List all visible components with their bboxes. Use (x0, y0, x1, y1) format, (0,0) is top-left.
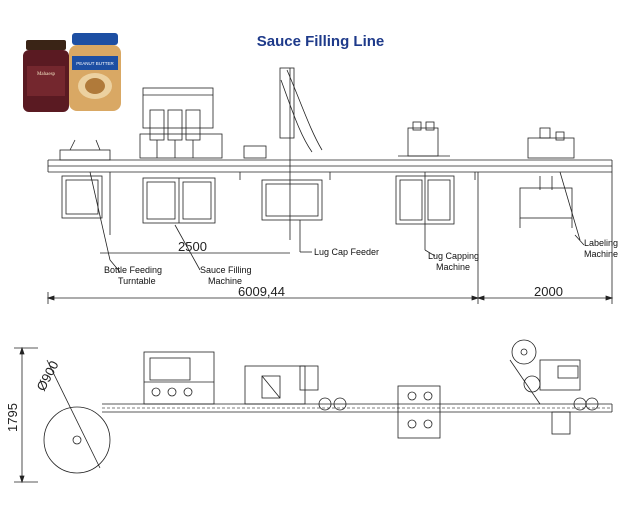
bottle-feeding-turntable (59, 139, 111, 261)
diagram-title: Sauce Filling Line (256, 33, 385, 50)
rail-supports (109, 172, 476, 235)
dim-line-length: 6009,44 (238, 284, 285, 299)
dim-turntable-diameter: Ø900 (33, 358, 61, 393)
label-labeling: Labeling (584, 238, 618, 248)
conveyor-rail (47, 159, 613, 173)
sauce-filling-machine (139, 87, 223, 224)
dim-total-height: 1795 (5, 403, 20, 432)
label-capping-machine: Machine (436, 262, 470, 272)
jam-jar: Mahaesp (23, 40, 69, 112)
label-filling-machine: Machine (208, 276, 242, 286)
label-lug-capping: Lug Capping (428, 251, 479, 261)
label-labeling-machine: Machine (584, 249, 618, 259)
plan-view (14, 339, 613, 484)
label-turntable: Turntable (118, 276, 156, 286)
peanut-butter-jar-label: PEANUT BUTTER (76, 61, 114, 66)
labeling-machine-plan (509, 339, 599, 435)
dim-filling-width: 2500 (178, 239, 207, 254)
lug-capping-machine (395, 121, 455, 250)
dim-labeling-length: 2000 (534, 284, 563, 299)
turntable-circle (43, 359, 111, 474)
labeling-machine (519, 127, 581, 241)
elevation-view (46, 67, 614, 304)
jam-jar-label: Mahaesp (37, 72, 56, 77)
cap-feeder-plan (244, 365, 347, 411)
text-labels: Bottle Feeding Turntable Sauce Filling M… (5, 238, 618, 432)
label-bottle-feeding: Bottle Feeding (104, 265, 162, 275)
callout-leaders (109, 224, 585, 273)
lug-cap-feeder (243, 67, 323, 252)
peanut-butter-jar: PEANUT BUTTER (69, 33, 121, 111)
capping-machine-plan (397, 385, 441, 439)
plan-conveyor (102, 403, 613, 413)
height-dimension (14, 346, 38, 484)
label-sauce-filling: Sauce Filling (200, 265, 252, 275)
label-lug-cap-feeder: Lug Cap Feeder (314, 247, 379, 257)
dimension-lines (46, 172, 614, 304)
filling-machine-plan (143, 351, 215, 405)
